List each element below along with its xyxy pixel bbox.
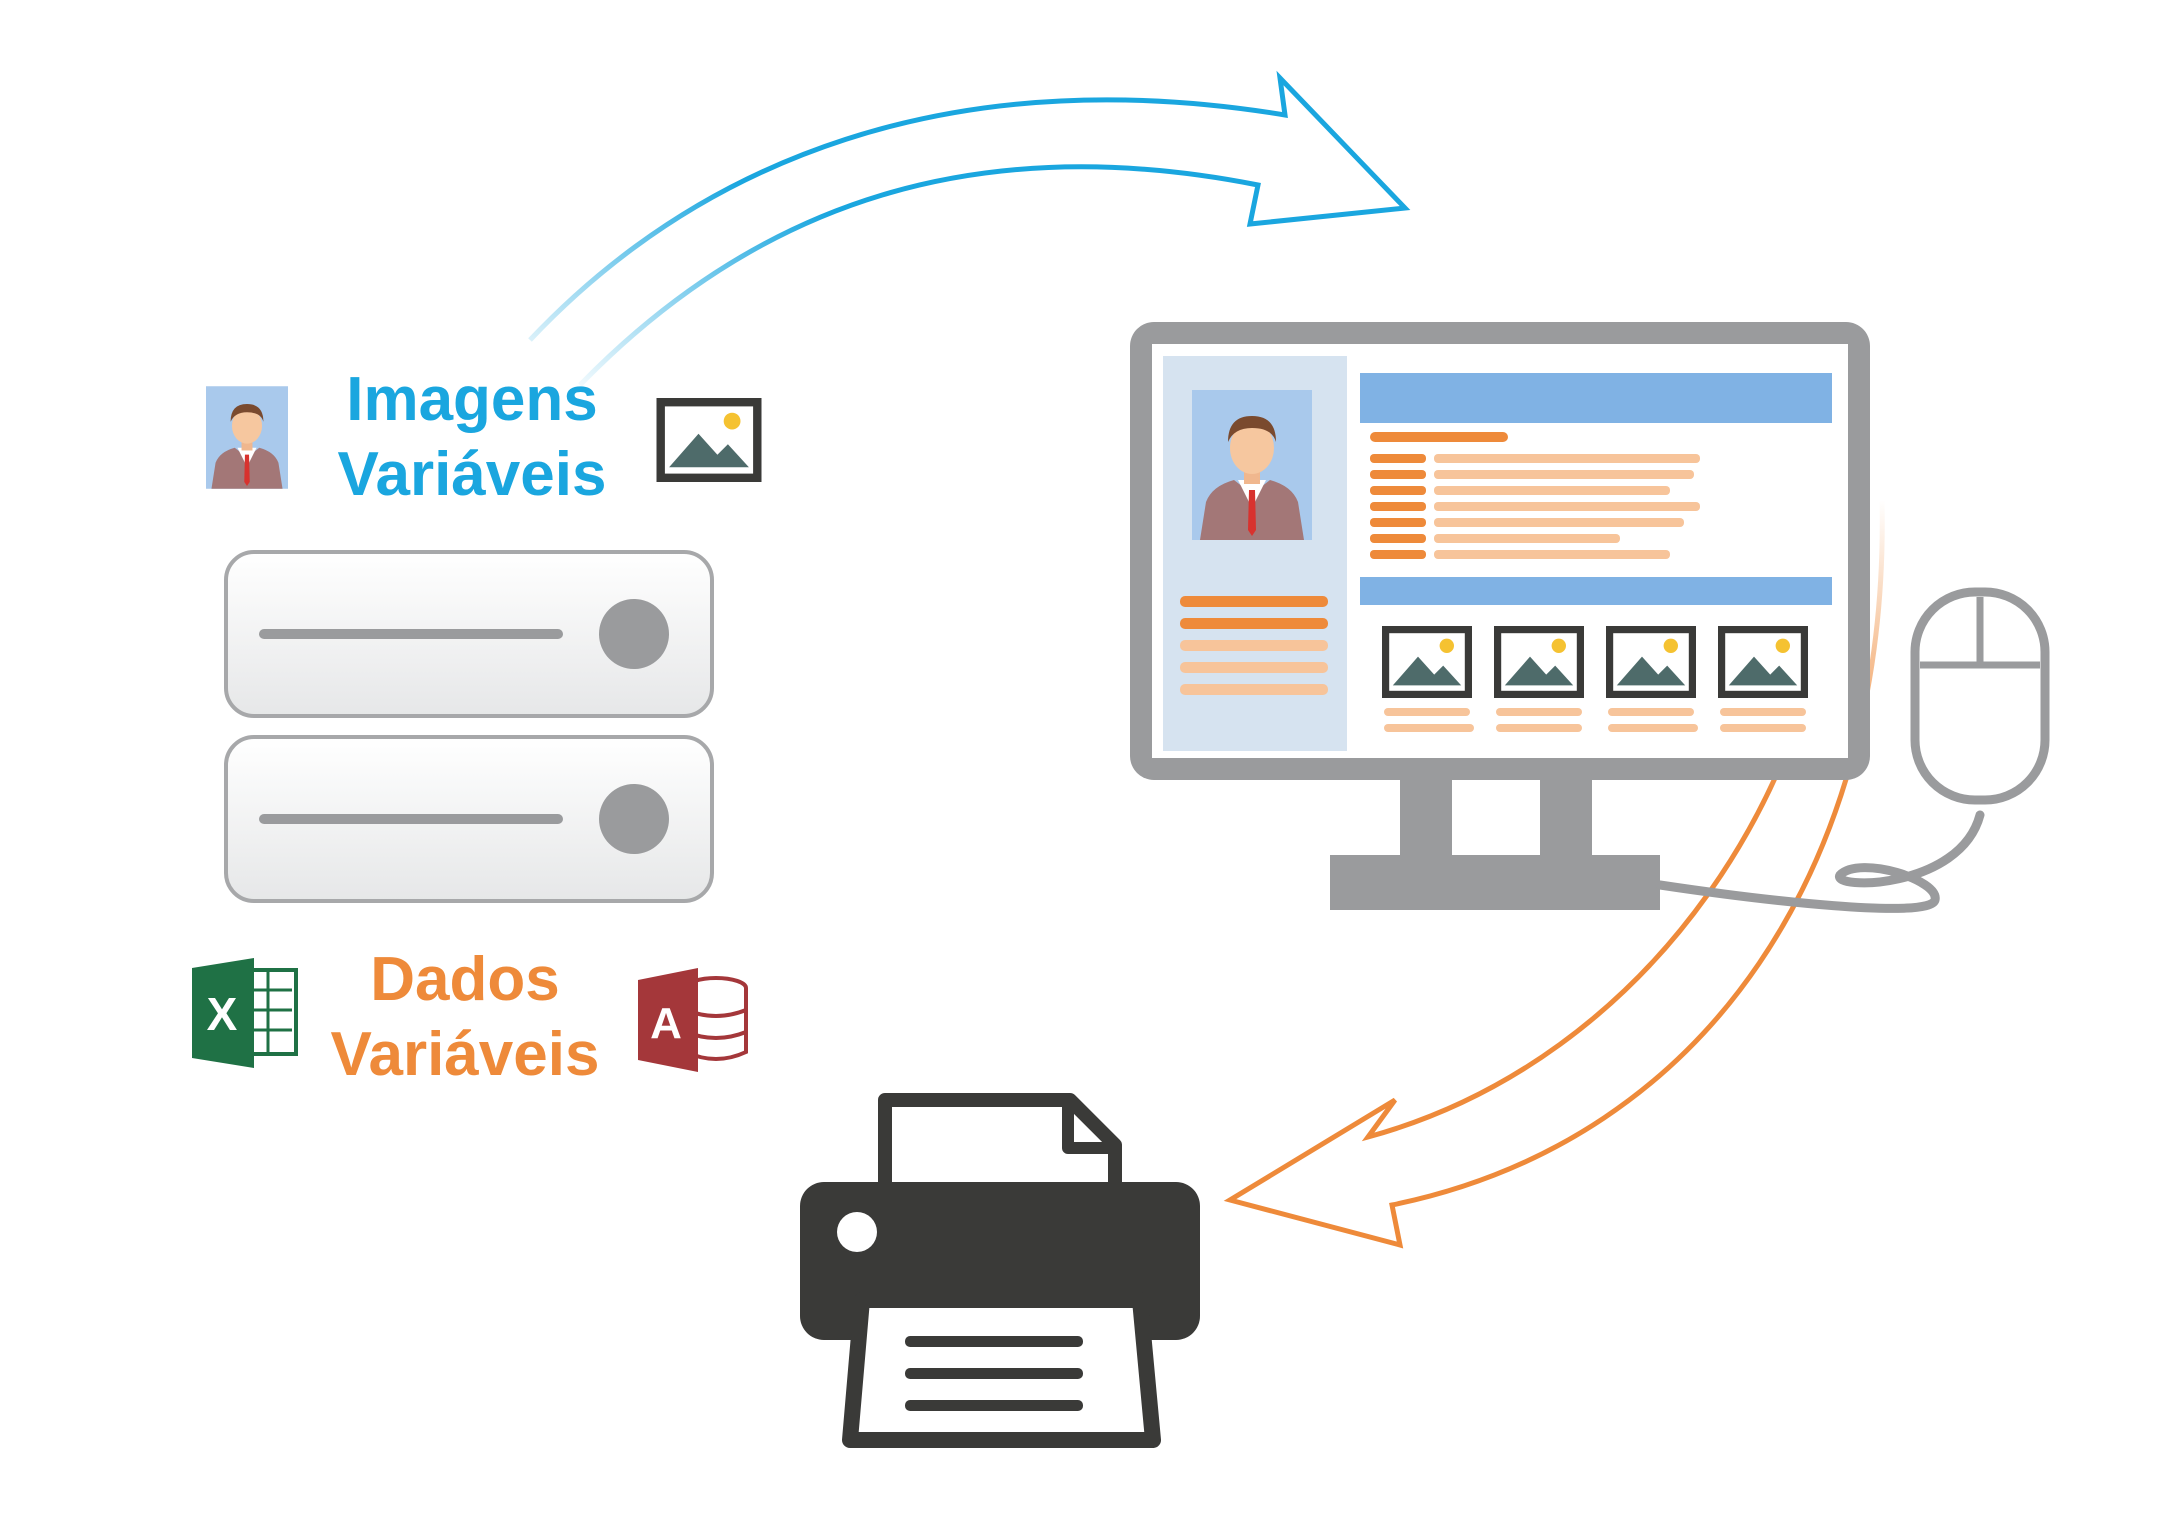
data-label-line1: Dados xyxy=(370,945,559,1014)
picture-icon xyxy=(661,402,758,478)
access-icon: A xyxy=(638,968,748,1072)
excel-icon: X xyxy=(192,958,298,1068)
images-label-line2: Variáveis xyxy=(338,440,607,509)
mouse-icon xyxy=(1655,587,2050,913)
images-label-line1: Imagens xyxy=(346,365,598,434)
orange-arrow-icon xyxy=(1223,499,1885,1249)
blue-arrow-icon xyxy=(528,70,1411,387)
access-icon-letter: A xyxy=(650,999,682,1048)
server-icon xyxy=(224,550,714,903)
person-photo-icon xyxy=(206,386,288,489)
printer-icon xyxy=(800,1093,1200,1448)
monitor-icon xyxy=(1130,322,1870,910)
data-label-line2: Variáveis xyxy=(331,1020,600,1089)
excel-icon-letter: X xyxy=(207,988,238,1040)
